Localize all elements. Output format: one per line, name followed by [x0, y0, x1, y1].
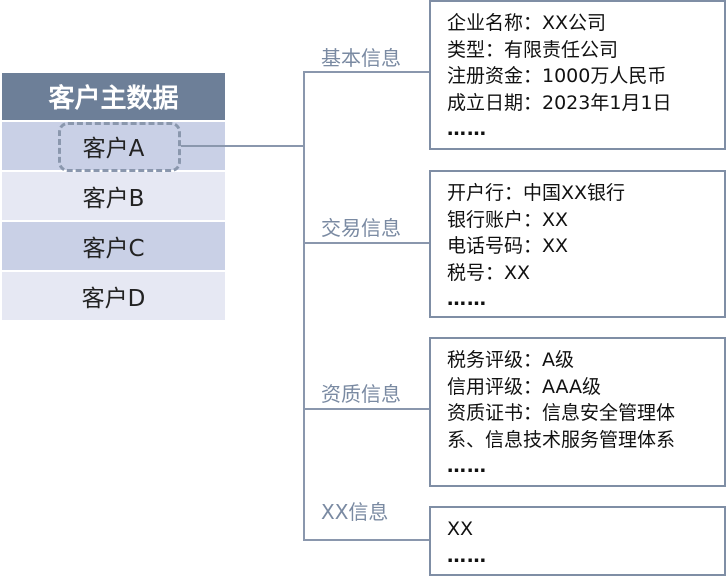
connector-branch-xx — [303, 539, 429, 541]
connector-main — [181, 145, 305, 147]
info-line: 系、信息技术服务管理体系 — [447, 428, 676, 451]
connector-branch-basic — [303, 71, 429, 73]
branch-label-basic: 基本信息 — [321, 46, 401, 70]
customer-row-b[interactable]: 客户B — [2, 172, 225, 220]
info-line: 税务评级：A级 — [447, 349, 574, 371]
info-box-basic: 企业名称：XX公司 类型：有限责任公司 注册资金：1000万人民币 成立日期：2… — [429, 0, 726, 150]
info-line: 电话号码：XX — [447, 235, 569, 257]
info-box-xx: XX …… — [429, 506, 726, 576]
connector-branch-trade — [303, 242, 429, 244]
connector-trunk — [303, 71, 305, 541]
info-ellipsis: …… — [447, 118, 487, 140]
connector-branch-qualification — [303, 408, 429, 410]
customer-master-header: 客户主数据 — [2, 73, 225, 120]
info-line: 开户行：中国XX银行 — [447, 182, 626, 204]
info-line: 信用评级：AAA级 — [447, 375, 602, 398]
info-line: 成立日期：2023年1月1日 — [447, 91, 672, 114]
customer-row-d[interactable]: 客户D — [2, 272, 225, 320]
info-line: 税号：XX — [447, 261, 531, 284]
info-ellipsis: …… — [447, 288, 487, 310]
info-line: 类型：有限责任公司 — [447, 38, 619, 61]
customer-row-c[interactable]: 客户C — [2, 222, 225, 270]
branch-label-trade: 交易信息 — [321, 216, 401, 240]
selected-customer-highlight — [58, 122, 181, 172]
info-line: 企业名称：XX公司 — [447, 12, 607, 34]
info-line: 银行账户：XX — [447, 208, 569, 231]
info-line: 注册资金：1000万人民币 — [447, 65, 667, 87]
info-line: XX — [447, 518, 474, 540]
info-box-trade: 开户行：中国XX银行 银行账户：XX 电话号码：XX 税号：XX …… — [429, 170, 726, 318]
branch-label-xx: XX信息 — [321, 500, 389, 524]
branch-label-qualification: 资质信息 — [321, 382, 401, 406]
info-ellipsis: …… — [447, 455, 487, 477]
info-box-qualification: 税务评级：A级 信用评级：AAA级 资质证书：信息安全管理体 系、信息技术服务管… — [429, 337, 726, 487]
info-line: 资质证书：信息安全管理体 — [447, 402, 676, 424]
info-ellipsis: …… — [447, 544, 487, 567]
